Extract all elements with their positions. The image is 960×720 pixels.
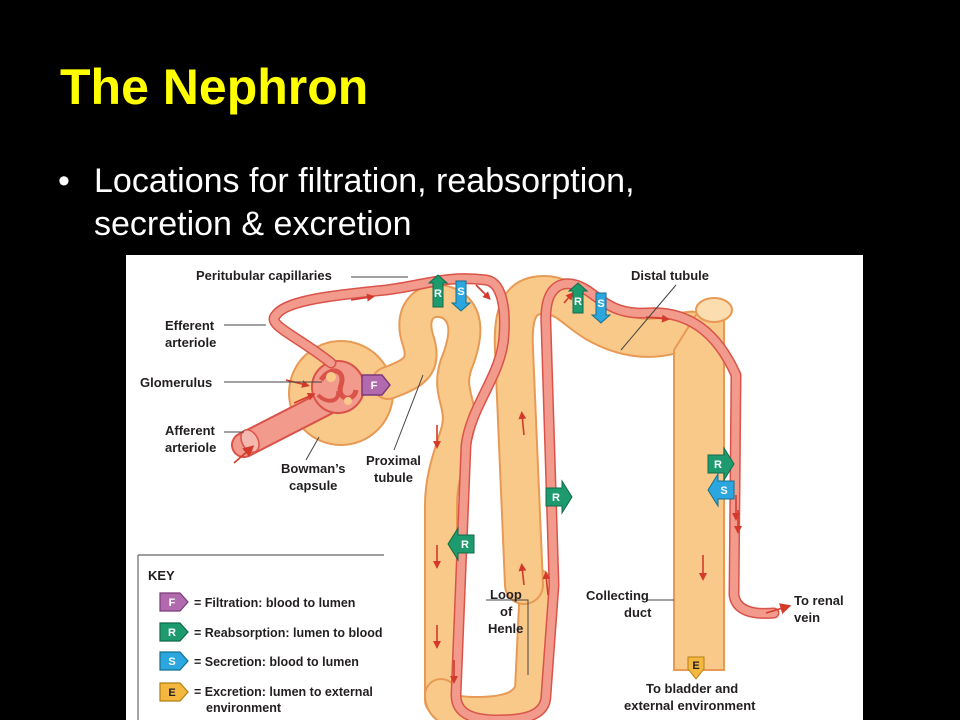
svg-text:S: S: [457, 286, 464, 298]
key-item-secretion: S = Secretion: blood to lumen: [159, 651, 359, 671]
label-distal-tubule: Distal tubule: [631, 268, 709, 283]
svg-text:S: S: [597, 298, 604, 310]
label-renal-2: vein: [794, 610, 820, 625]
badge-secretion-1: S: [450, 280, 472, 312]
collecting-duct-top: [695, 297, 733, 323]
key-legend: KEY F = Filtration: blood to lumen R = R…: [137, 554, 384, 720]
bullet-line-1: Locations for filtration, reabsorption,: [94, 162, 635, 200]
label-renal-1: To renal: [794, 593, 844, 608]
bullet-dot: •: [58, 162, 70, 200]
label-bladder-2: external environment: [624, 698, 756, 713]
svg-text:R: R: [574, 296, 582, 308]
badge-secretion-2: S: [590, 292, 612, 324]
bullet-line-2: secretion & excretion: [94, 205, 412, 243]
nephron-tubule: [288, 275, 733, 720]
badge-reabsorption-1: R: [427, 274, 449, 308]
svg-text:environment: environment: [206, 701, 282, 715]
label-glomerulus: Glomerulus: [140, 375, 212, 390]
badge-filtration: F: [361, 374, 391, 396]
svg-text:R: R: [714, 459, 722, 471]
svg-text:F: F: [169, 597, 176, 609]
key-item-reabsorption: R = Reabsorption: lumen to blood: [159, 622, 383, 642]
blood-vessels: [231, 273, 780, 720]
label-efferent-1: Efferent: [165, 318, 215, 333]
badge-excretion: E: [687, 656, 705, 680]
diagram-labels: Peritubular capillaries Efferent arterio…: [140, 268, 844, 713]
label-collecting-2: duct: [624, 605, 652, 620]
nephron-diagram: F R S R S R R R S E: [126, 255, 863, 720]
svg-text:R: R: [434, 288, 442, 300]
svg-text:= Reabsorption: lumen to blood: = Reabsorption: lumen to blood: [194, 626, 383, 640]
proximal-tubule-fill: [373, 285, 480, 715]
label-afferent-2: arteriole: [165, 440, 216, 455]
key-item-filtration: F = Filtration: blood to lumen: [159, 592, 355, 612]
badge-reabsorption-3: R: [545, 479, 573, 515]
ascending-limb-fill: [495, 277, 716, 603]
key-heading: KEY: [148, 568, 175, 583]
badge-reabsorption-5: R: [707, 446, 735, 482]
label-collecting-1: Collecting: [586, 588, 649, 603]
label-peritubular-capillaries: Peritubular capillaries: [196, 268, 332, 283]
label-loop-3: Henle: [488, 621, 523, 636]
svg-text:= Excretion: lumen to external: = Excretion: lumen to external: [194, 685, 373, 699]
slide-title: The Nephron: [60, 59, 369, 115]
svg-text:S: S: [720, 485, 727, 497]
label-bowmans-1: Bowman’s: [281, 461, 346, 476]
label-afferent-1: Afferent: [165, 423, 216, 438]
label-bladder-1: To bladder and: [646, 681, 738, 696]
flow-arrows: [233, 284, 792, 684]
svg-text:R: R: [168, 627, 176, 639]
bullet-point: • Locations for filtration, reabsorption…: [58, 160, 858, 246]
label-loop-1: Loop: [490, 587, 522, 602]
svg-text:E: E: [692, 660, 699, 672]
badge-reabsorption-4: R: [447, 526, 475, 562]
svg-text:= Filtration: blood to lumen: = Filtration: blood to lumen: [194, 596, 355, 610]
svg-text:E: E: [168, 687, 175, 699]
svg-text:R: R: [552, 492, 560, 504]
label-efferent-2: arteriole: [165, 335, 216, 350]
label-proximal-2: tubule: [374, 470, 413, 485]
label-proximal-1: Proximal: [366, 453, 421, 468]
badge-secretion-3: S: [707, 472, 735, 508]
key-item-excretion: E = Excretion: lumen to external environ…: [159, 682, 373, 715]
label-loop-2: of: [500, 604, 513, 619]
bullet-text: Locations for filtration, reabsorption, …: [94, 160, 858, 246]
svg-text:R: R: [461, 539, 469, 551]
label-bowmans-2: capsule: [289, 478, 337, 493]
svg-text:S: S: [168, 656, 175, 668]
svg-text:F: F: [371, 380, 378, 392]
peritubular-capillary-fill: [270, 274, 778, 720]
leader-lines: [224, 276, 677, 675]
glomerulus-knot: [311, 360, 365, 414]
svg-text:= Secretion: blood to lumen: = Secretion: blood to lumen: [194, 655, 359, 669]
badge-reabsorption-2: R: [567, 282, 589, 314]
